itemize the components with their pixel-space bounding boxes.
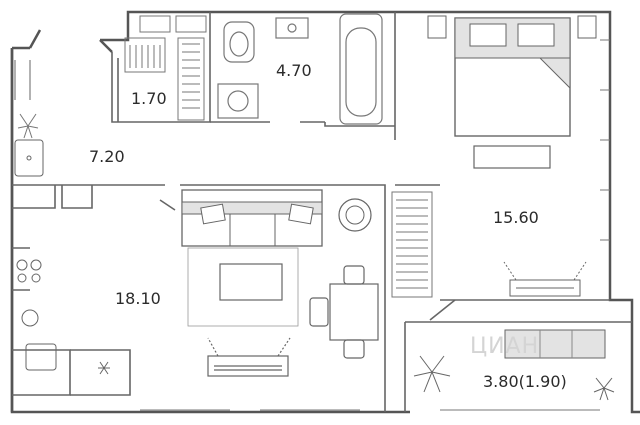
outer-walls (10, 10, 640, 414)
kitchen-appliances (14, 60, 110, 375)
room-area-bedroom: 15.60 (493, 208, 539, 227)
watermark: ЦИАН (470, 334, 540, 359)
tables (187, 247, 379, 377)
wardrobe (391, 191, 433, 298)
bathroom-fixtures (217, 13, 383, 125)
storage-shelves (124, 15, 207, 121)
room-area-living-kitchen: 18.10 (115, 289, 161, 308)
plant-icon (17, 113, 39, 139)
room-area-storage: 1.70 (131, 89, 167, 108)
windows (140, 39, 610, 411)
room-area-hall: 7.20 (89, 147, 125, 166)
bed (427, 15, 597, 169)
bedroom-tv (503, 261, 587, 297)
balcony-furniture (413, 329, 615, 401)
room-area-bathroom: 4.70 (276, 61, 312, 80)
sofa (181, 189, 372, 247)
room-area-balcony: 3.80(1.90) (483, 372, 567, 391)
interior-walls (12, 12, 632, 412)
